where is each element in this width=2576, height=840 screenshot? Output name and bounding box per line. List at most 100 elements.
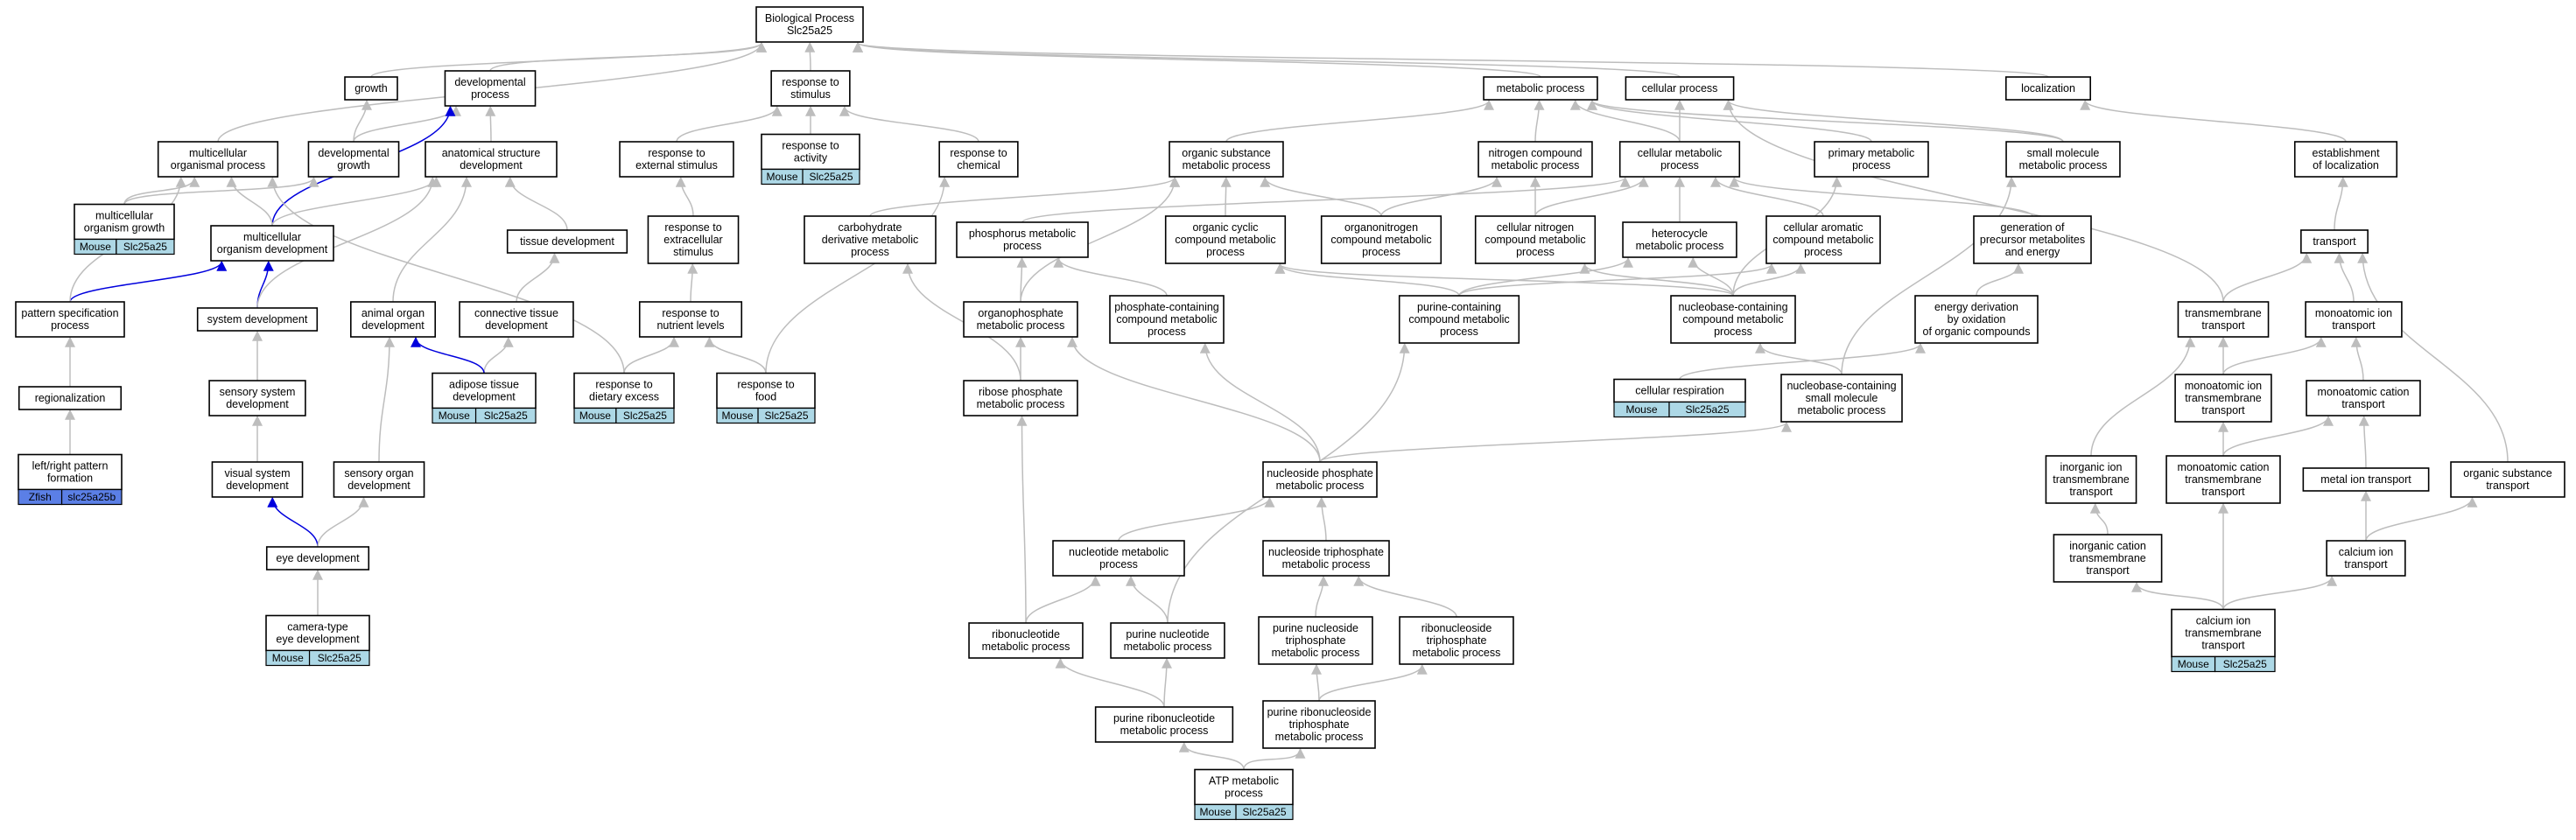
go-node-metal-ion[interactable]: metal ion transport xyxy=(2302,467,2430,492)
go-node-cellproc[interactable]: cellular process xyxy=(1625,76,1735,101)
node-label-line: cellular metabolic xyxy=(1638,147,1723,159)
go-node-transport[interactable]: transport xyxy=(2300,229,2369,254)
node-label-line: ribose phosphate xyxy=(979,386,1063,398)
go-node-system-dev[interactable]: system development xyxy=(196,307,319,332)
node-label-line: developmental xyxy=(454,76,525,88)
node-label-line: transport xyxy=(2201,640,2245,652)
node-label-line: multicellular xyxy=(95,210,153,222)
is-a-edge xyxy=(2222,252,2313,303)
go-node-tissue-dev[interactable]: tissue development xyxy=(506,229,628,254)
node-box xyxy=(349,301,436,338)
node-label-line: process xyxy=(1225,788,1263,800)
node-label-line: Biological Process xyxy=(765,12,854,24)
go-node-growth[interactable]: growth xyxy=(344,76,398,101)
go-node-eye-dev[interactable]: eye development xyxy=(265,546,370,570)
node-label-line: formation xyxy=(47,472,93,485)
go-node-purine-ribonucl-triphos[interactable]: purine ribonucleosidetriphosphatemetabol… xyxy=(1262,700,1376,749)
is-a-edge xyxy=(2365,496,2478,542)
node-box xyxy=(1478,141,1593,178)
node-label-line: transport xyxy=(2069,486,2113,498)
node-box xyxy=(74,203,175,241)
go-node-metab[interactable]: metabolic process xyxy=(1483,76,1598,101)
gene-label: Slc25a25 xyxy=(484,410,528,422)
node-label-line: metabolic process xyxy=(977,398,1065,410)
go-node-regional[interactable]: regionalization xyxy=(18,386,123,410)
is-a-edge xyxy=(267,176,625,374)
is-a-edge xyxy=(2080,99,2347,143)
is-a-edge xyxy=(765,176,951,374)
edge-layer xyxy=(65,41,2509,770)
is-a-edge xyxy=(2357,252,2509,463)
node-label-line: process xyxy=(851,246,889,258)
go-node-local[interactable]: localization xyxy=(2005,76,2092,101)
node-label-line: regionalization xyxy=(35,392,106,404)
